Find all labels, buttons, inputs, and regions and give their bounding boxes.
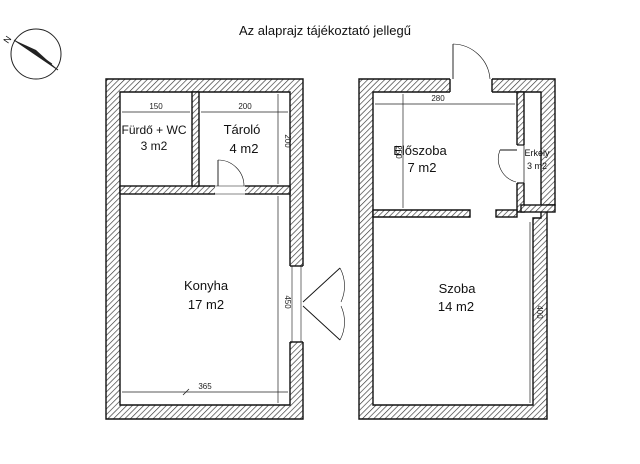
room-area-bath: 3 m2 [141,139,168,153]
room-area-room: 14 m2 [438,299,474,314]
room-name-room: Szoba [439,281,477,296]
plan-title: Az alaprajz tájékoztató jellegű [239,23,411,38]
left-horizontal-partition [119,185,291,195]
dim-room-depth: 400 [535,305,544,319]
kitchen-door-icon [302,267,345,341]
dim-storage-width: 200 [238,102,252,111]
dim-hall-depth: 250 [394,145,403,159]
compass-letter: N [1,34,13,45]
storage-door-icon [215,159,245,195]
entrance-door-icon [452,43,491,80]
room-name-bath: Fürdő + WC [121,123,186,137]
room-name-storage: Tároló [224,122,261,137]
left-unit: 150 200 200 450 365 Fürdő + WC 3 m2 Táro… [105,78,345,420]
room-area-kitchen: 17 m2 [188,297,224,312]
room-name-kitchen: Konyha [184,278,229,293]
left-outer-wall [105,78,304,420]
room-area-storage: 4 m2 [230,141,259,156]
left-vertical-partition [191,91,200,187]
balcony-door-icon [498,149,517,183]
dim-hall-width: 280 [431,94,445,103]
room-name-balcony: Erkély [524,148,550,158]
dim-kitchen-depth: 450 [283,295,292,309]
dim-kitchen-width: 365 [198,382,212,391]
hall-partition [372,209,471,218]
room-area-balcony: 3 m2 [527,161,547,171]
room-name-hall: Előszoba [393,143,447,158]
right-outer-wall [358,78,556,420]
right-unit: 280 250 400 Előszoba 7 m2 Erkély 3 m2 Sz… [358,43,556,420]
dim-storage-depth: 200 [283,134,292,148]
room-area-hall: 7 m2 [408,160,437,175]
north-arrow-icon: N [1,28,62,80]
dim-bath-width: 150 [149,102,163,111]
